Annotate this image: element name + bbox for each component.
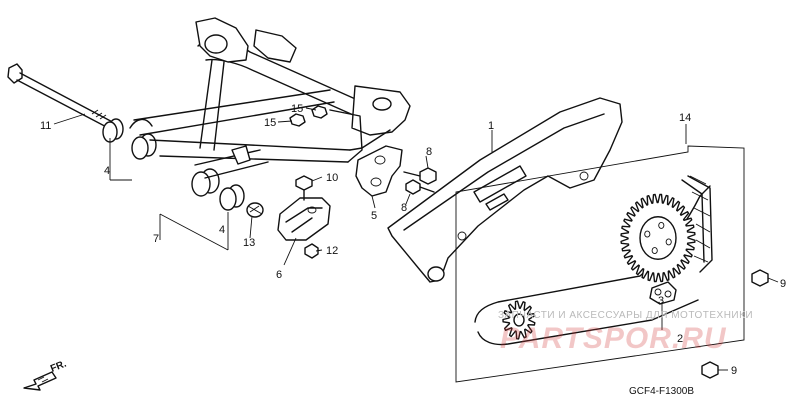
bolt-9-upper: [751, 269, 769, 287]
callout-14: 14: [679, 112, 691, 124]
bolt-9-lower: [701, 361, 719, 379]
pivot-cap-13: [246, 202, 264, 218]
callout-8-lower: 8: [401, 202, 407, 214]
front-direction-label: FR.: [49, 358, 68, 374]
pivot-bolt: [7, 63, 121, 133]
bushing-upper-left: [102, 118, 124, 143]
chain-guide: [355, 145, 403, 197]
watermark-logo: PARTSPOR.RU: [500, 322, 727, 355]
callout-2: 2: [677, 333, 683, 345]
nut-15-lower: [289, 113, 306, 127]
callout-4-right: 4: [219, 224, 225, 236]
chain-slider: [277, 197, 331, 241]
group-box-chain: [455, 145, 745, 383]
callout-8-upper: 8: [426, 146, 432, 158]
callout-7: 7: [153, 233, 159, 245]
callout-15-lower: 15: [264, 117, 276, 129]
callout-15-upper: 15: [291, 103, 303, 115]
chain-joint: [649, 281, 677, 305]
bolt-12: [304, 243, 319, 259]
sprocket-bolt-hole: [644, 230, 651, 238]
callout-6: 6: [276, 269, 282, 281]
swing-arm: [129, 17, 411, 179]
callout-4-left: 4: [104, 165, 110, 177]
sprocket-bolt-hole: [665, 238, 672, 246]
sprocket-hub: [639, 216, 677, 260]
callout-11: 11: [40, 120, 51, 132]
rear-sprocket: [620, 193, 696, 283]
bushing-lower-right: [219, 184, 245, 211]
callout-9-upper: 9: [780, 278, 786, 290]
sprocket-bolt-hole: [658, 221, 665, 229]
sprocket-bolt-hole: [651, 247, 658, 255]
diagram-code: GCF4-F1300B: [629, 386, 694, 397]
bolt-10: [295, 175, 313, 201]
bushing-upper-right: [131, 133, 157, 160]
front-direction-arrow-icon: [23, 371, 57, 391]
callout-10: 10: [326, 172, 338, 184]
callout-9-lower: 9: [731, 365, 737, 377]
chain-case: [387, 97, 623, 283]
leader-lines: [53, 107, 779, 371]
sprocket-hub: [513, 313, 525, 327]
callout-3: 3: [658, 295, 664, 307]
callouts: 11 4 7 4 13 6 12 10 15 15 5 8 8 1 14 9 9…: [40, 103, 786, 377]
bolt-8-lower: [405, 179, 435, 195]
watermark-caption: ЗАПЧАСТИ И АКСЕССУАРЫ ДЛЯ МОТОТЕХНИКИ: [498, 310, 753, 321]
callout-13: 13: [243, 237, 255, 249]
callout-1: 1: [488, 120, 494, 132]
bushing-lower-left: [191, 168, 220, 197]
front-sprocket: [502, 300, 536, 340]
callout-5: 5: [371, 210, 377, 222]
nut-15-upper: [311, 105, 328, 119]
callout-12: 12: [326, 245, 338, 257]
